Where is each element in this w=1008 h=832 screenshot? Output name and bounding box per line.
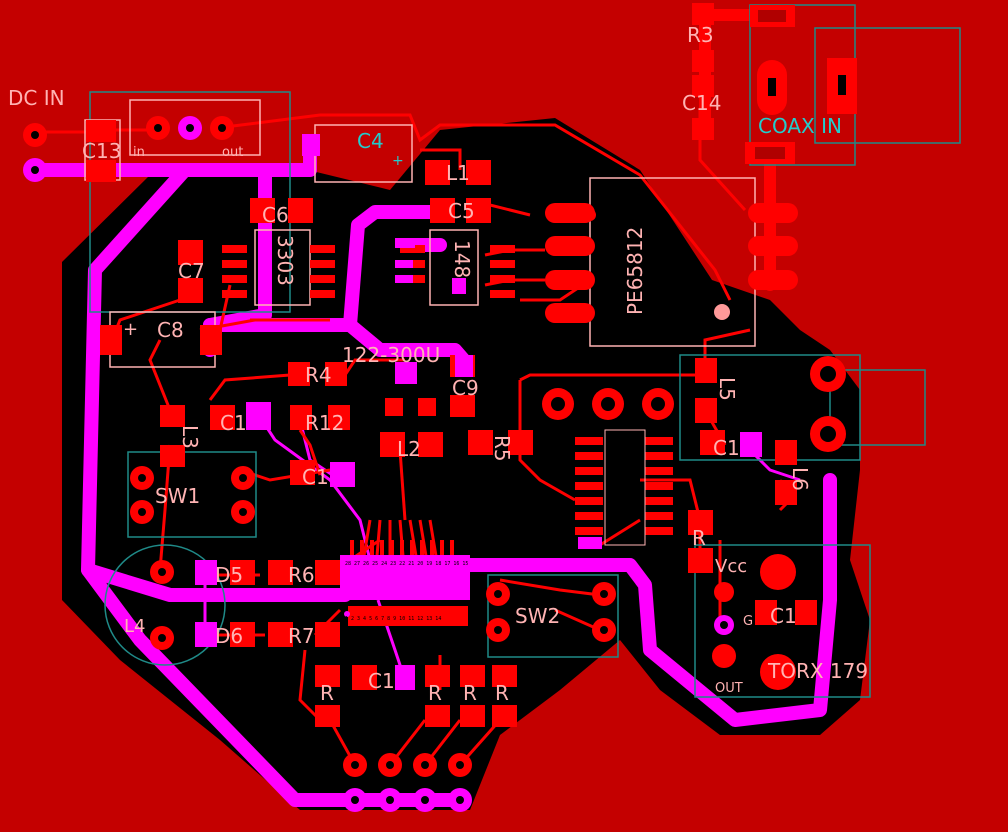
label-l3: L3 bbox=[178, 425, 202, 449]
label-c8: C8 bbox=[157, 318, 184, 342]
label-in: in bbox=[133, 145, 145, 160]
label-c1a: C1 bbox=[220, 411, 247, 435]
label-pins-bot: 1 2 3 4 5 6 7 8 9 10 11 12 13 14 bbox=[345, 616, 441, 622]
label-pe65812: PE65812 bbox=[623, 227, 647, 315]
label-r12: R12 bbox=[305, 411, 344, 435]
through-hole-pads bbox=[23, 116, 846, 812]
label-pins-top: 28 27 26 25 24 23 22 21 20 19 18 17 16 1… bbox=[345, 561, 468, 567]
label-l2: L2 bbox=[397, 437, 421, 461]
label-l5: L5 bbox=[715, 377, 739, 401]
label-l4: L4 bbox=[124, 616, 145, 637]
label-c1e: C1 bbox=[770, 604, 797, 628]
label-torx: TORX 179 bbox=[767, 659, 868, 683]
label-r6: R6 bbox=[288, 563, 315, 587]
label-out: out bbox=[222, 145, 243, 160]
label-c1d: C1 bbox=[368, 669, 395, 693]
label-l6: L6 bbox=[788, 467, 812, 491]
label-d5: D5 bbox=[215, 563, 243, 587]
label-ra: R bbox=[320, 681, 334, 705]
label-r3: R3 bbox=[687, 23, 714, 47]
label-rd: R bbox=[495, 681, 509, 705]
smd-pads bbox=[86, 3, 817, 727]
label-c4-plus: + bbox=[392, 153, 404, 169]
label-out2: OUT bbox=[715, 681, 743, 696]
label-c8-plus: + bbox=[123, 319, 138, 340]
label-c14: C14 bbox=[682, 91, 721, 115]
label-coax-in: COAX IN bbox=[758, 114, 842, 138]
label-sw2: SW2 bbox=[515, 604, 560, 628]
label-ic122: 122-300U bbox=[342, 343, 440, 367]
label-r5: R5 bbox=[490, 435, 514, 462]
label-r-right: R bbox=[692, 526, 706, 550]
label-l1: L1 bbox=[446, 161, 470, 185]
label-d6: D6 bbox=[215, 624, 243, 648]
label-148: 148 bbox=[450, 240, 474, 278]
label-rb: R bbox=[428, 681, 442, 705]
transformer-pads bbox=[545, 203, 798, 323]
label-g: G bbox=[743, 614, 753, 629]
label-3303: 3303 bbox=[273, 235, 297, 286]
silk-labels: DC IN C13 in out C4 + L1 C5 C6 3303 148 … bbox=[8, 23, 868, 705]
label-c7: C7 bbox=[178, 259, 205, 283]
tssop-ic-body bbox=[342, 557, 468, 626]
label-c6: C6 bbox=[262, 203, 289, 227]
component-outlines bbox=[89, 4, 961, 698]
label-c5: C5 bbox=[448, 199, 475, 223]
label-c1b: C1 bbox=[302, 465, 329, 489]
label-c9: C9 bbox=[452, 376, 479, 400]
label-rc: R bbox=[463, 681, 477, 705]
label-vcc: Vcc bbox=[715, 556, 747, 577]
soic-ic-outline bbox=[604, 429, 646, 546]
label-c13: C13 bbox=[82, 139, 121, 163]
coax-connector bbox=[745, 5, 857, 164]
label-dc-in: DC IN bbox=[8, 86, 65, 110]
label-sw1: SW1 bbox=[155, 484, 200, 508]
label-r4: R4 bbox=[305, 363, 332, 387]
label-c1c: C1 bbox=[713, 436, 740, 460]
label-r7: R7 bbox=[288, 624, 315, 648]
label-c4: C4 bbox=[357, 129, 384, 153]
